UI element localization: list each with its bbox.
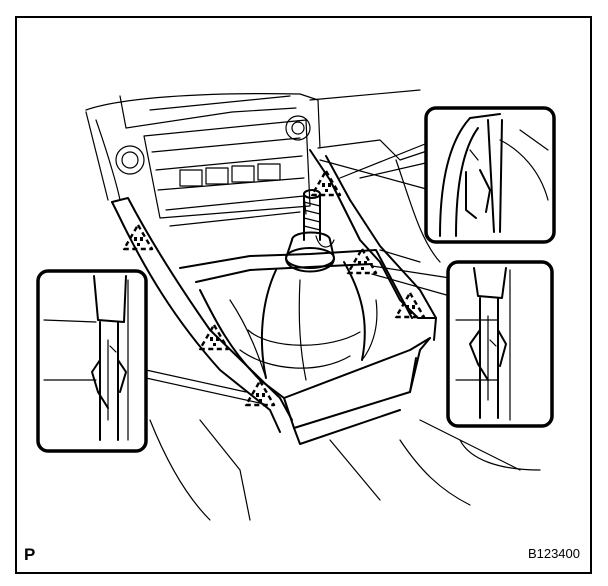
corner-label: P <box>24 545 35 564</box>
callout-leaders <box>145 141 451 405</box>
dashed-triangle-clip-icon <box>198 323 230 351</box>
inset-bottom-right <box>446 260 554 428</box>
inset-top-right <box>424 106 556 244</box>
figure-code: B123400 <box>528 546 580 561</box>
inset-left <box>36 269 148 453</box>
dashed-triangle-clip-icon <box>394 291 426 319</box>
dashed-triangle-clip-icon <box>122 223 154 251</box>
dashed-triangle-clip-icon <box>346 247 378 275</box>
dashed-triangle-clip-icon <box>310 169 342 197</box>
clip-markers <box>122 169 426 407</box>
dashed-triangle-clip-icon <box>244 379 276 407</box>
